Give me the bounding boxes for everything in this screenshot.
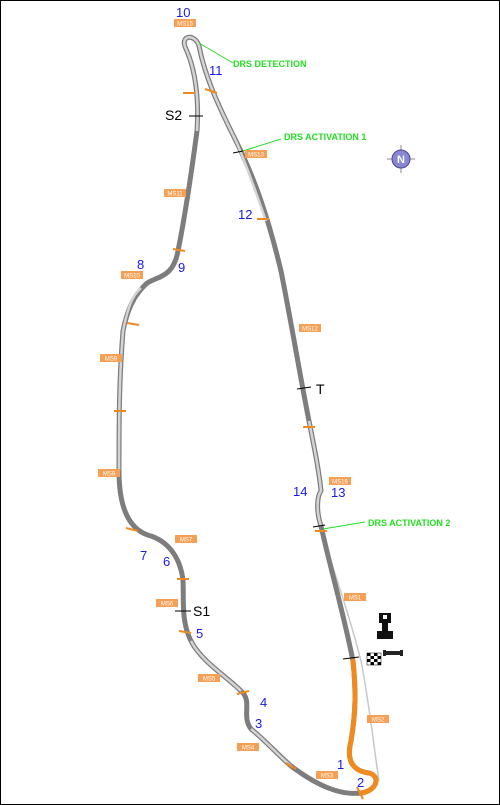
- corner-6: 6: [163, 554, 170, 569]
- track-light-section-1: [183, 36, 268, 222]
- podium-icon: [377, 613, 393, 639]
- corner-2: 2: [357, 775, 364, 790]
- marshal-post-label: MS3: [321, 774, 334, 780]
- marshal-ticks: [114, 88, 364, 800]
- marshal-post-ms11: [164, 189, 186, 197]
- drs-leaders: [198, 42, 366, 530]
- marshal-post-label: MS7: [180, 538, 193, 544]
- start-section: [346, 658, 379, 796]
- corner-12: 12: [238, 207, 252, 222]
- corner-13: 13: [331, 485, 345, 500]
- marshal-post-ms10: [121, 271, 143, 279]
- marshal-post-ms16: [329, 477, 351, 485]
- marshal-post-label: MS2: [372, 718, 385, 724]
- marshal-post-ms2: [367, 715, 389, 723]
- marshal-post-label: MS11: [167, 192, 183, 198]
- sector-2-label: S2: [165, 107, 182, 123]
- marshal-post-label: MS13: [248, 153, 264, 159]
- marshal-post-label: MS1: [349, 596, 362, 602]
- corner-11: 11: [209, 63, 223, 78]
- corner-14: 14: [293, 484, 307, 499]
- marshal-post-label: MS15: [177, 22, 193, 28]
- marshal-post-ms9: [100, 354, 122, 362]
- chequered-flag-icon: [366, 652, 382, 666]
- marshal-post-label: MS4: [242, 746, 255, 752]
- corner-numbers: 1 2 3 4 5 6 7 8 9 10 11 12 13 14: [137, 5, 364, 790]
- marshal-post-label: MS6: [161, 602, 174, 608]
- track-light-section-2: [117, 287, 142, 472]
- marshal-post-ms3: [316, 771, 338, 779]
- marshal-post-label: MS16: [332, 480, 348, 486]
- marshal-post-label: MS5: [203, 677, 216, 683]
- drs-activation-1-label: DRS ACTIVATION 1: [284, 132, 366, 142]
- sector-1-label: S1: [193, 603, 210, 619]
- marshal-post-ms8: [98, 469, 120, 477]
- drs-detection-label: DRS DETECTION: [233, 59, 307, 69]
- timing-lines: [175, 115, 360, 660]
- corner-1: 1: [337, 757, 344, 772]
- corner-7: 7: [140, 548, 147, 563]
- marshal-post-ms5: [198, 674, 220, 682]
- marshal-post-ms13: [245, 150, 267, 158]
- marshal-post-boxes: MS15 MS13 MS11 MS10 MS12 MS9 MS8 MS16 MS…: [98, 19, 389, 780]
- marshal-post-label: MS10: [124, 274, 140, 280]
- drs-activation-2-label: DRS ACTIVATION 2: [368, 518, 450, 528]
- compass-icon: N: [387, 145, 415, 173]
- track-light-section-4: [307, 420, 323, 527]
- compass-letter: N: [397, 154, 405, 166]
- corner-3: 3: [255, 716, 262, 731]
- car-icon: [383, 650, 403, 656]
- marshal-post-ms15: [174, 19, 196, 27]
- corner-10: 10: [176, 5, 190, 20]
- marshal-post-label: MS9: [105, 357, 118, 363]
- marshal-post-ms4: [237, 743, 259, 751]
- corner-5: 5: [196, 626, 203, 641]
- marshal-post-ms7: [175, 535, 197, 543]
- corner-8: 8: [137, 257, 144, 272]
- marshal-post-label: MS12: [302, 327, 318, 333]
- marshal-post-label: MS8: [103, 472, 116, 478]
- corner-9: 9: [178, 260, 185, 275]
- marshal-post-ms12: [299, 324, 321, 332]
- marshal-post-ms1: [344, 593, 366, 601]
- corner-4: 4: [260, 695, 267, 710]
- marshal-post-ms6: [156, 599, 178, 607]
- speed-trap-label: T: [316, 381, 325, 397]
